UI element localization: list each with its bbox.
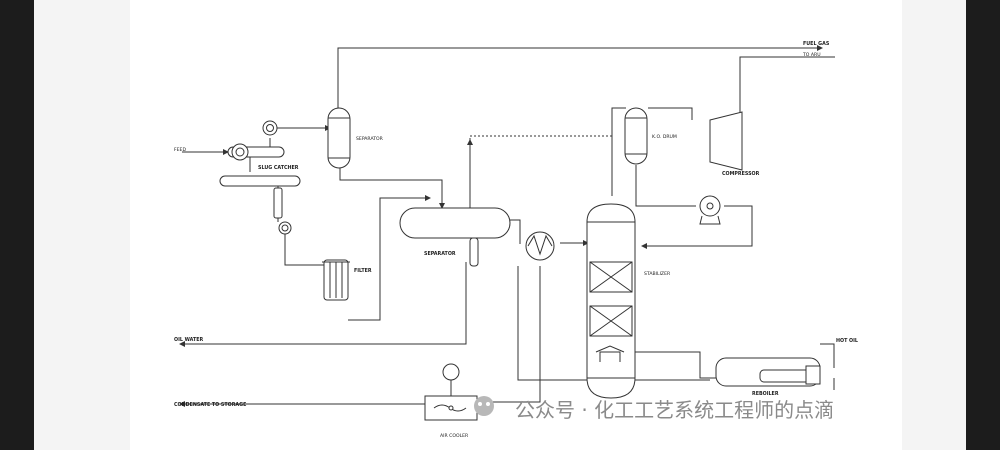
stabilizer-column bbox=[586, 203, 636, 399]
overhead-dashed-line bbox=[469, 135, 612, 140]
to-aru-label: TO ARU bbox=[802, 52, 821, 58]
labels: FEED SLUG CATCHER SEPARATOR SEPARATOR FI… bbox=[174, 41, 858, 439]
to-ko-drum-line bbox=[611, 107, 626, 136]
exchanger-bottoms-line bbox=[478, 266, 541, 403]
reboiler bbox=[715, 357, 821, 387]
heat-exchanger bbox=[525, 231, 555, 261]
hot-oil-label: HOT OIL bbox=[836, 338, 858, 344]
compressor bbox=[709, 111, 743, 171]
to-filter-line bbox=[284, 234, 328, 266]
slug-catcher-label: SLUG CATCHER bbox=[258, 165, 299, 171]
hot-oil-in-line bbox=[820, 343, 835, 368]
compressor-discharge-line bbox=[739, 56, 835, 118]
fuel-gas-line bbox=[337, 45, 823, 125]
compressor-label: COMPRESSOR bbox=[722, 171, 760, 177]
right-frame bbox=[966, 0, 1000, 450]
condensate-label: CONDENSATE TO STORAGE bbox=[174, 402, 246, 408]
slug-catcher bbox=[219, 120, 301, 235]
feed-label: FEED bbox=[174, 147, 186, 153]
reboiler-return-line bbox=[632, 351, 718, 379]
reboiler-label: REBOILER bbox=[752, 391, 779, 397]
oil-water-label: OIL WATER bbox=[174, 337, 204, 343]
separator-top-label: SEPARATOR bbox=[356, 136, 384, 142]
separator-to-exchanger-line bbox=[508, 219, 521, 244]
ko-to-pump-line bbox=[635, 165, 696, 207]
fuel-gas-label: FUEL GAS bbox=[803, 41, 830, 47]
left-frame bbox=[0, 0, 34, 450]
main-separator bbox=[399, 207, 511, 267]
top-separator bbox=[327, 107, 351, 169]
air-cooler-label: AIR COOLER bbox=[440, 433, 469, 439]
air-cooler bbox=[424, 363, 478, 421]
ko-to-compressor-line bbox=[648, 107, 693, 120]
oil-water-line bbox=[179, 262, 467, 347]
filter bbox=[322, 259, 350, 301]
separator-to-separator-line bbox=[339, 168, 445, 209]
filter-outlet-line bbox=[348, 195, 431, 321]
ko-drum bbox=[624, 107, 648, 165]
wechat-icon bbox=[474, 396, 494, 416]
watermark: 公众号 · 化工工艺系统工程师的点滴 bbox=[474, 396, 834, 422]
piping bbox=[179, 45, 835, 407]
watermark-text: 公众号 · 化工工艺系统工程师的点滴 bbox=[515, 398, 834, 422]
stabilizer-label: STABILIZER bbox=[644, 271, 671, 277]
reflux-line bbox=[641, 205, 753, 249]
separator-main-label: SEPARATOR bbox=[424, 251, 456, 257]
filter-label: FILTER bbox=[354, 268, 372, 274]
stabilizer-bottoms-line bbox=[517, 266, 600, 381]
pump bbox=[699, 195, 721, 225]
ko-drum-label: K.O. DRUM bbox=[652, 134, 677, 140]
